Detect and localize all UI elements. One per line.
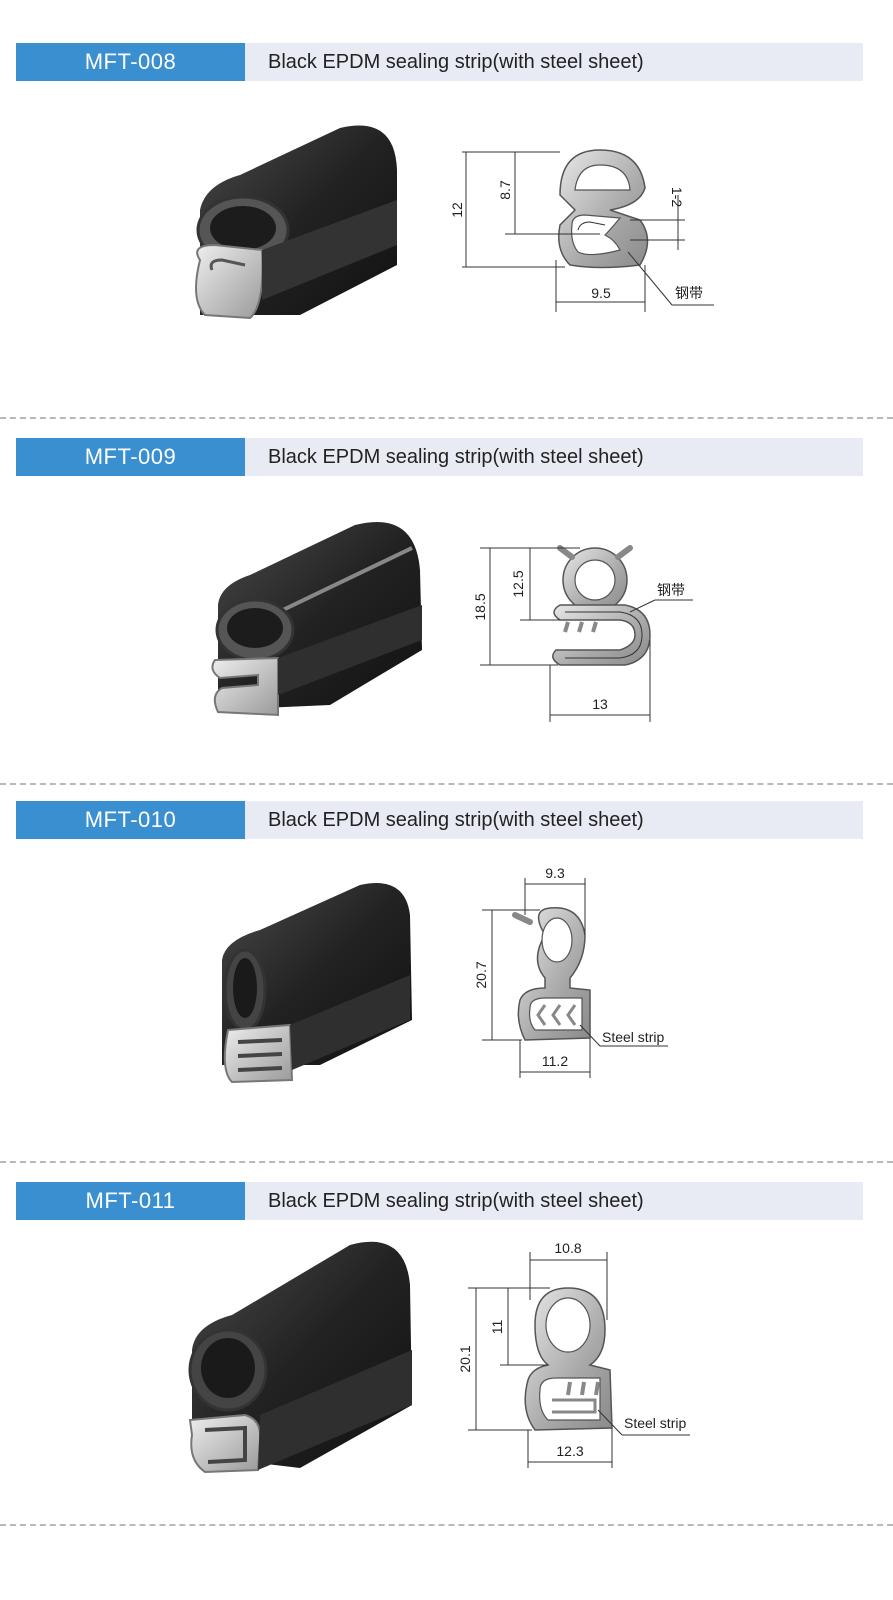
product-description: Black EPDM sealing strip(with steel shee… xyxy=(245,43,863,81)
product-header: MFT-010 Black EPDM sealing strip(with st… xyxy=(16,801,863,839)
dimension-label: 20.7 xyxy=(473,961,489,988)
product-figure: 9.3 20.7 11.2 Steel strip xyxy=(222,865,668,1084)
section-divider xyxy=(0,417,893,419)
product-header: MFT-011 Black EPDM sealing strip(with st… xyxy=(16,1182,863,1220)
callout-label: 钢带 xyxy=(657,582,685,598)
rubber-strip-photo-icon xyxy=(188,1241,412,1474)
cross-section-drawing-icon xyxy=(512,907,591,1041)
dimension-label: 10.8 xyxy=(554,1240,581,1256)
dimension-label: 12.5 xyxy=(510,570,526,597)
product-header: MFT-009 Black EPDM sealing strip(with st… xyxy=(16,438,863,476)
product-code: MFT-010 xyxy=(16,801,245,839)
rubber-strip-photo-icon xyxy=(195,125,397,320)
dimension-label: 12.3 xyxy=(556,1443,583,1459)
product-code: MFT-009 xyxy=(16,438,245,476)
cross-section-drawing-icon xyxy=(524,1287,613,1431)
dimension-label: 12 xyxy=(449,202,465,218)
section-divider xyxy=(0,1161,893,1163)
dimension-label: 9.5 xyxy=(591,285,611,301)
callout-label: 钢带 xyxy=(675,285,703,301)
dimension-label: 13 xyxy=(592,696,608,712)
dimension-label: 18.5 xyxy=(472,593,488,620)
section-divider xyxy=(0,1524,893,1526)
cross-section-drawing-icon xyxy=(558,149,649,269)
rubber-strip-photo-icon xyxy=(211,522,422,717)
dimension-label: 20.1 xyxy=(457,1345,473,1372)
product-description: Black EPDM sealing strip(with steel shee… xyxy=(245,1182,863,1220)
cross-section-drawing-icon xyxy=(552,545,651,666)
dimension-label: 1-2 xyxy=(669,187,685,207)
product-figure: 12 8.7 1-2 9.5 钢带 xyxy=(195,125,714,320)
product-code: MFT-008 xyxy=(16,43,245,81)
product-description: Black EPDM sealing strip(with steel shee… xyxy=(245,438,863,476)
dimension-label: 9.3 xyxy=(545,865,565,881)
product-description: Black EPDM sealing strip(with steel shee… xyxy=(245,801,863,839)
product-figure: 18.5 12.5 13 钢带 xyxy=(211,522,693,722)
product-header: MFT-008 Black EPDM sealing strip(with st… xyxy=(16,43,863,81)
dimension-label: 11.2 xyxy=(542,1053,568,1069)
callout-label: Steel strip xyxy=(624,1415,686,1431)
dimension-label: 11 xyxy=(489,1320,505,1335)
product-figure: 10.8 11 20.1 12.3 Steel strip xyxy=(188,1240,690,1474)
rubber-strip-photo-icon xyxy=(222,883,412,1084)
product-code: MFT-011 xyxy=(16,1182,245,1220)
section-divider xyxy=(0,783,893,785)
callout-label: Steel strip xyxy=(602,1029,664,1045)
dimension-label: 8.7 xyxy=(497,180,513,200)
